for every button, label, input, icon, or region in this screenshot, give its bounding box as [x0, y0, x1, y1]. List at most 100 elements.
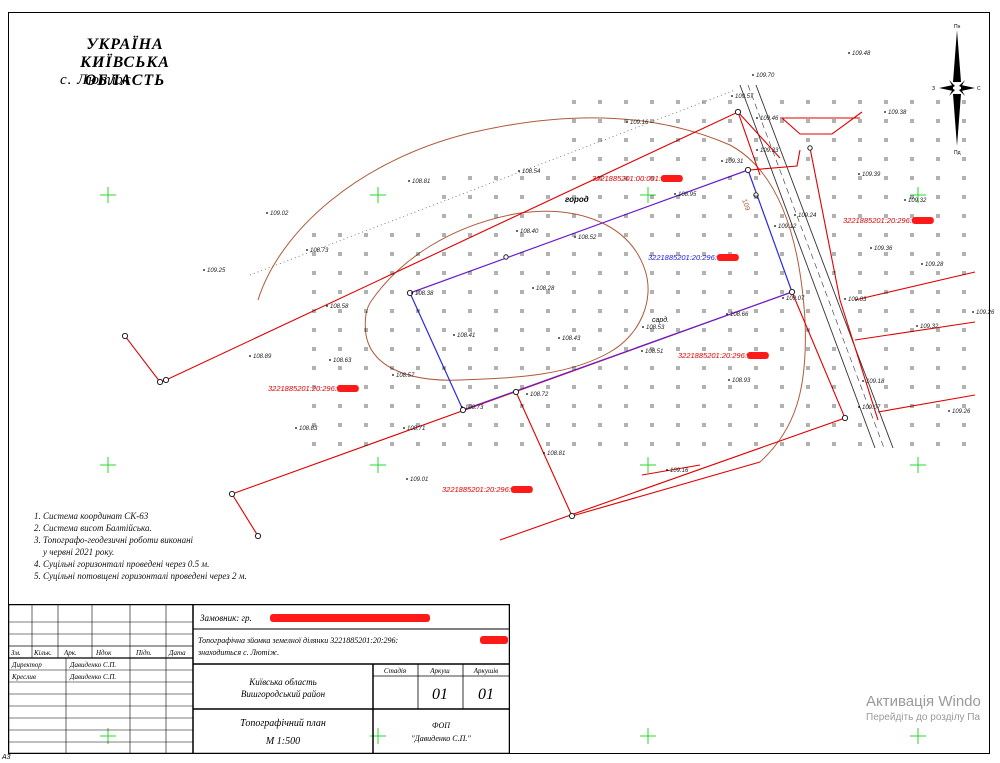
sheet-number: 01 [432, 686, 448, 703]
elevation-value: 109.01 [410, 477, 428, 483]
grid-crosses [100, 187, 926, 744]
parcel-code: 3221885201:00:001: [592, 174, 683, 183]
survey-notes: 1. Система координат СК-63 2. Система ви… [34, 510, 247, 582]
elevation-point: 109.32 [904, 198, 927, 204]
elevation-point: 109.48 [848, 51, 871, 57]
elevation-value: 109.31 [725, 159, 743, 165]
elevation-value: 108.81 [412, 179, 430, 185]
elevation-value: 108.73 [310, 248, 329, 254]
elevation-point: 109.39 [858, 172, 881, 178]
elevation-value: 108.83 [299, 426, 318, 432]
elevation-value: 109.46 [760, 116, 779, 122]
elevation-point: 108.63 [329, 358, 352, 364]
location-oblast: Київська область [248, 677, 316, 687]
grid-cross [640, 728, 656, 744]
elevation-point: 108.83 [295, 426, 318, 432]
location-district: Вишгородський район [241, 689, 326, 699]
elevation-value: 108.93 [732, 378, 751, 384]
property-boundaries [124, 111, 976, 541]
elevation-value: 109.12 [778, 224, 797, 230]
elevation-value: 108.66 [730, 312, 749, 318]
staff-name-director: Давиденко С.П. [69, 661, 116, 669]
garden-label: город [565, 195, 589, 204]
col-header-signature: Підп. [135, 649, 152, 657]
elevation-point: 108.54 [518, 169, 541, 175]
elevation-point: 109.18 [862, 379, 885, 385]
elevation-point: 108.81 [408, 179, 430, 185]
grid-cross [100, 187, 116, 203]
grid-cross [910, 457, 926, 473]
windows-activation-watermark: Активація Windo Перейдіть до розділу Па [866, 693, 981, 723]
elevation-point: 109.07 [858, 405, 881, 411]
elevation-value: 108.41 [457, 333, 475, 339]
elevation-value: 109.32 [908, 198, 927, 204]
sheets-total: 01 [478, 686, 494, 703]
elevation-value: 108.95 [678, 192, 697, 198]
elevation-value: 109.07 [786, 296, 805, 302]
elevation-point: 109.26 [972, 310, 995, 316]
parcel-code-text: 3221885201:20:296: [678, 351, 747, 360]
elevation-point: 109.33 [756, 148, 779, 154]
redacted-client [270, 614, 430, 622]
staff-name-drafter: Давиденко С.П. [69, 673, 116, 681]
elevation-value: 108.40 [520, 229, 539, 235]
elevation-point: 109.28 [921, 262, 944, 268]
elevation-point: 109.31 [721, 159, 743, 165]
elevation-value: 109.33 [760, 148, 779, 154]
watermark-line: Активація Windo [866, 693, 981, 710]
country-name: УКРАЇНА [86, 36, 164, 53]
elevation-point: 109.26 [948, 409, 971, 415]
dotted-guide-line [249, 89, 736, 276]
elevation-value: 109.70 [756, 73, 775, 79]
elevation-point: 109.16 [626, 120, 649, 126]
elevation-point: 108.43 [558, 336, 581, 342]
parcel-code-text: 3221885201:00:001: [592, 174, 661, 183]
elevation-value: 108.28 [536, 286, 555, 292]
note-line: 4. Суцільні горизонталі проведені через … [34, 559, 210, 569]
elevation-point: 109.38 [884, 110, 907, 116]
elevation-value: 108.43 [562, 336, 581, 342]
village-name: с. Лютіж [60, 72, 132, 88]
parcel-code-text: 3221885201:20:296: [648, 253, 717, 262]
elevation-point: 109.16 [666, 468, 689, 474]
elevation-value: 109.48 [852, 51, 871, 57]
elevation-value: 108.57 [396, 373, 415, 379]
elevation-point: 109.01 [406, 477, 428, 483]
grid-cross [370, 187, 386, 203]
elevation-value: 109.39 [862, 172, 881, 178]
elevation-point: 108.73 [461, 405, 484, 411]
elevation-point: 108.51 [641, 349, 663, 355]
elevation-point: 109.03 [844, 297, 867, 303]
elevation-point: 108.28 [532, 286, 555, 292]
elevation-value: 108.54 [522, 169, 541, 175]
elevation-value: 108.53 [646, 325, 665, 331]
grid-cross [910, 728, 926, 744]
elevation-value: 108.38 [415, 291, 434, 297]
elevation-point: 108.58 [326, 304, 349, 310]
elevation-point: 108.38 [411, 291, 434, 297]
compass-west: З [932, 86, 935, 92]
work-location: знаходиться с. Лютіж. [197, 648, 279, 657]
parcel-code: 3221885201:20:296: [843, 216, 934, 225]
parcel-code-text: 3221885201:20:296: [268, 384, 337, 393]
elevation-point: 108.72 [526, 392, 549, 398]
col-header-sheet: Арк. [63, 649, 77, 657]
vegetation-symbols [312, 100, 966, 446]
elevation-value: 109.07 [862, 405, 881, 411]
parcel-code-text: 3221885201:20:296: [843, 216, 912, 225]
note-line: 5. Суцільні потовщені горизонталі провед… [34, 571, 247, 581]
oblast-name: КИЇВСЬКА ОБЛАСТЬ [80, 54, 170, 89]
redaction-mark [336, 385, 359, 392]
elevation-point: 108.81 [543, 451, 565, 457]
parcel-code-labels: 3221885201:00:001: 3221885201:20:296: 3221… [268, 174, 934, 494]
elevation-value: 108.72 [530, 392, 549, 398]
elevation-point: 109.32 [916, 324, 939, 330]
elevation-value: 108.51 [645, 349, 663, 355]
shed-label: сард. [652, 316, 669, 324]
parcel-code-text: 3221885201:20:296: [442, 485, 511, 494]
col-header-docno: Ндок [95, 649, 112, 657]
elevation-value: 108.89 [253, 354, 272, 360]
parcel-code: 3221885201:20:296: [678, 351, 769, 360]
elevation-point: 108.89 [249, 354, 272, 360]
